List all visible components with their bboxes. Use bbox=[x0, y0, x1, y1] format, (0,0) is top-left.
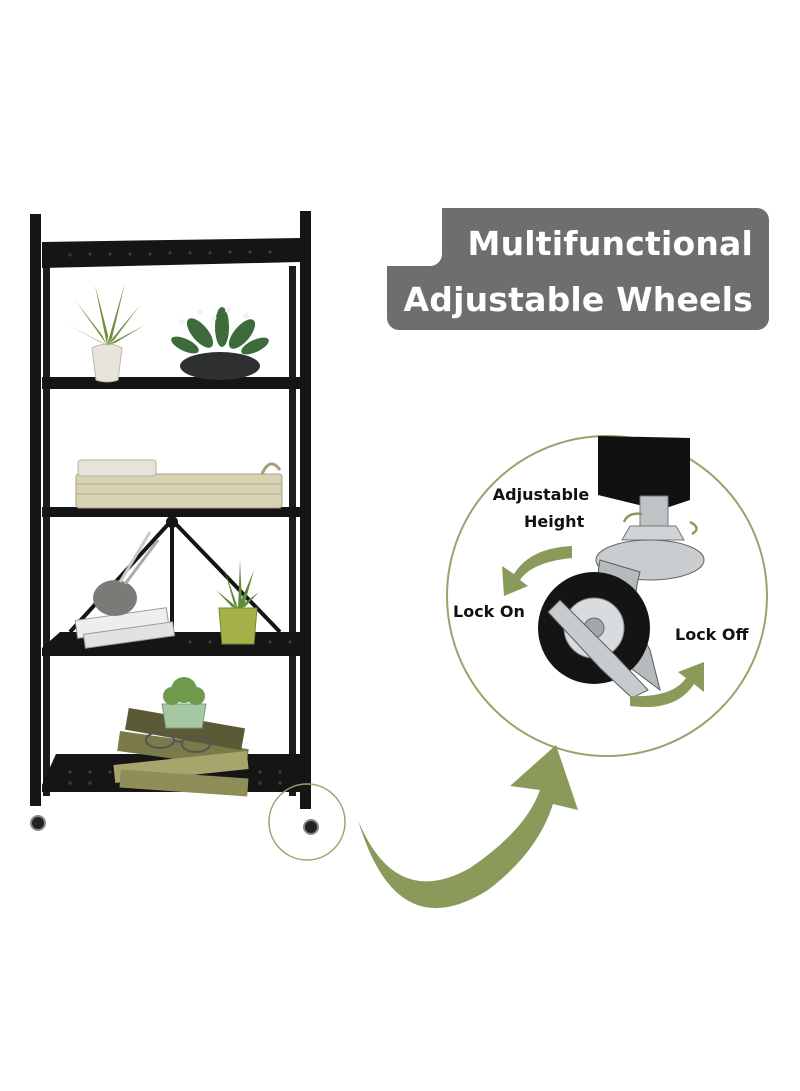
woven-basket bbox=[75, 459, 283, 509]
shelf-2 bbox=[42, 377, 300, 389]
plant-white-pot bbox=[68, 283, 145, 383]
title-banner bbox=[387, 208, 769, 330]
banner-title-line-2: Adjustable Wheels bbox=[403, 280, 753, 319]
banner-title-line-1: Multifunctional bbox=[467, 224, 753, 263]
curve-up-arrow-icon bbox=[358, 745, 578, 909]
callout-adjustable: Adjustable bbox=[492, 485, 590, 504]
callout-lock-on: Lock On bbox=[453, 602, 525, 621]
lock-on-arrow-icon bbox=[502, 546, 572, 596]
callout-lock-off: Lock Off bbox=[675, 625, 749, 644]
plant-dark-bowl bbox=[171, 307, 269, 380]
wheel-highlight-circle bbox=[268, 783, 346, 861]
callout-height: Height bbox=[524, 512, 585, 531]
succulent-pot bbox=[161, 677, 207, 729]
plant-green-pot bbox=[216, 560, 259, 645]
books-and-glasses bbox=[113, 707, 249, 797]
rack-wheel-right bbox=[303, 819, 319, 835]
vase-with-books bbox=[74, 531, 176, 649]
shelf-3 bbox=[42, 507, 300, 517]
rotate-arrows-icon bbox=[622, 512, 698, 536]
rack-wheel-left bbox=[30, 815, 46, 831]
banner-notch bbox=[387, 208, 442, 266]
wheel-detail-zoom bbox=[446, 435, 768, 757]
lock-off-arrow-icon bbox=[630, 662, 704, 708]
shelf-1 bbox=[42, 238, 300, 268]
